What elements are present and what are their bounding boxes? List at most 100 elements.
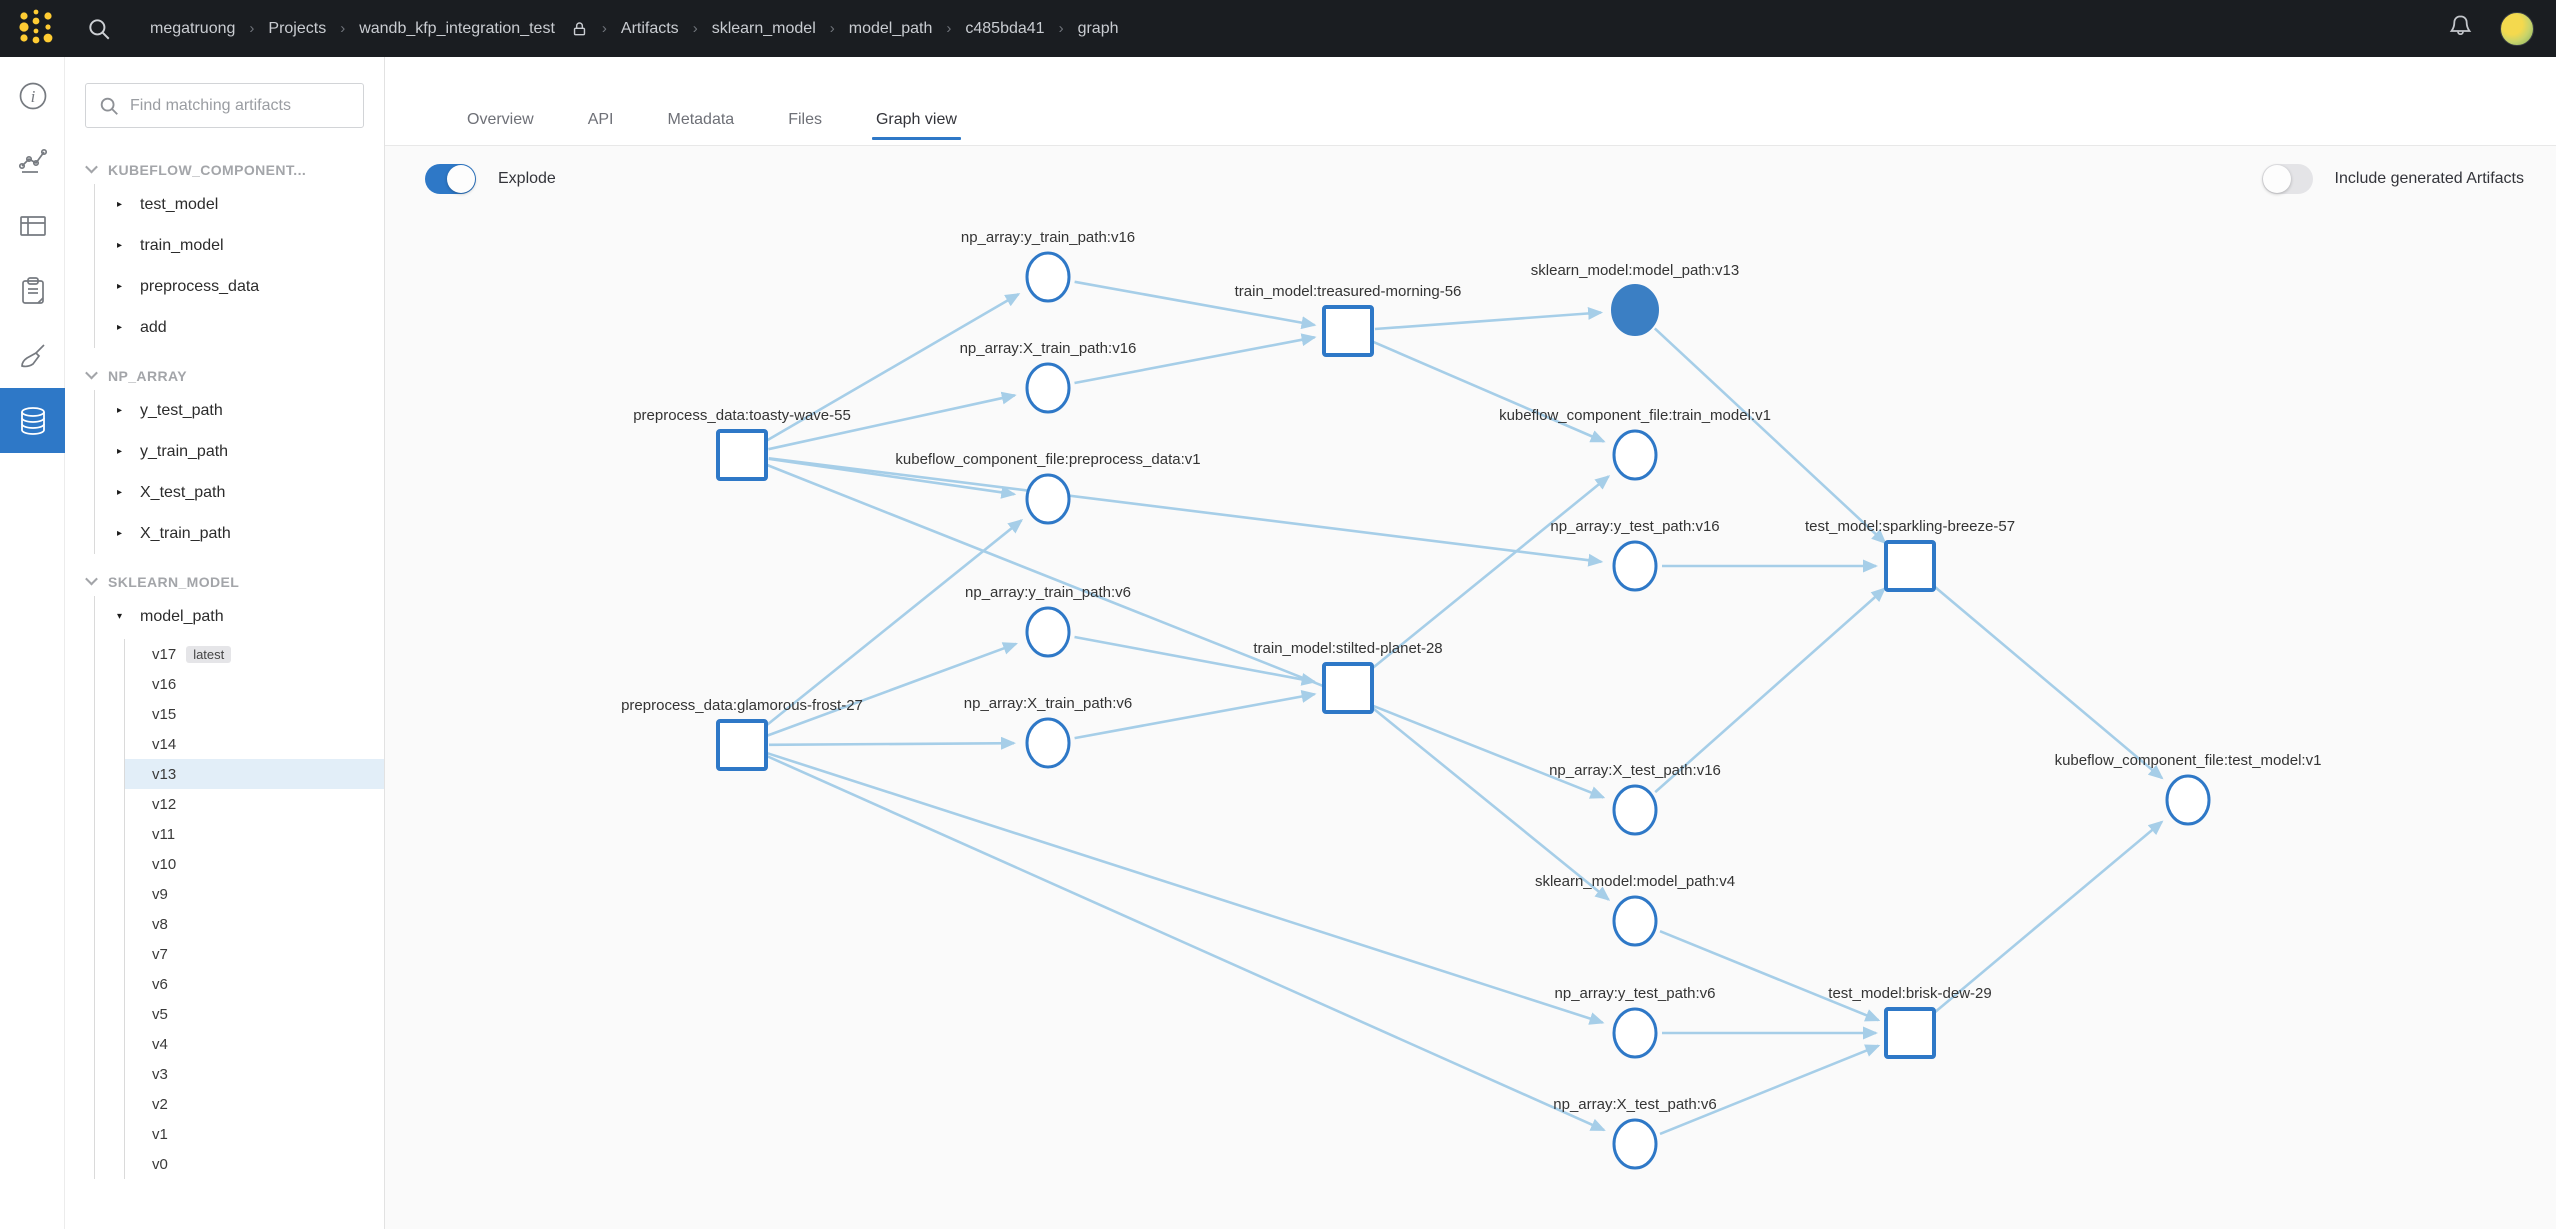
breadcrumb-item[interactable]: wandb_kfp_integration_test [359, 19, 555, 37]
explode-toggle[interactable] [425, 164, 476, 194]
version-row-v3[interactable]: v3 [125, 1059, 384, 1089]
chevron-down-icon [85, 366, 98, 379]
tree-item-X_train_path[interactable]: ▸X_train_path [95, 513, 384, 554]
graph-node-y_test_v6[interactable] [1612, 1007, 1658, 1059]
breadcrumb-separator: › [946, 20, 952, 37]
include-generated-control: Include generated Artifacts [2261, 164, 2524, 194]
graph-node-label-stilted: train_model:stilted-planet-28 [1253, 640, 1442, 657]
breadcrumb-item[interactable]: megatruong [150, 19, 236, 37]
artifact-search-box[interactable] [85, 83, 364, 128]
graph-node-glamorous[interactable] [716, 719, 768, 771]
tab-overview[interactable]: Overview [467, 111, 534, 128]
graph-edge-X_test_v6-to-brisk [1659, 1044, 1881, 1136]
graph-node-brisk[interactable] [1884, 1007, 1936, 1059]
wandb-logo-icon[interactable] [14, 7, 58, 51]
version-row-v2[interactable]: v2 [125, 1089, 384, 1119]
breadcrumb-item[interactable]: c485bda41 [965, 19, 1045, 37]
rail-item-clipboard-icon[interactable] [0, 258, 65, 323]
tab-files[interactable]: Files [788, 111, 822, 128]
tree-item-train_model[interactable]: ▸train_model [95, 225, 384, 266]
graph-edge-X_train_v6-to-stilted [1074, 690, 1317, 740]
breadcrumb-separator: › [249, 20, 255, 37]
tree-item-label: y_test_path [140, 401, 223, 419]
graph-edge-stilted-to-train_file [1368, 475, 1611, 673]
rail-item-line-chart-icon[interactable] [0, 128, 65, 193]
tab-api[interactable]: API [587, 111, 614, 128]
content: i KUBEFLOW_COMPONENT...▸test_model▸train… [0, 57, 2556, 1229]
graph-node-y_train_v6[interactable] [1025, 606, 1071, 658]
notifications-bell-icon[interactable] [2447, 13, 2474, 45]
tree-item-y_test_path[interactable]: ▸y_test_path [95, 390, 384, 431]
tree-section-header[interactable]: KUBEFLOW_COMPONENT... [85, 156, 384, 184]
graph-node-y_train_v16[interactable] [1025, 251, 1071, 303]
version-row-v15[interactable]: v15 [125, 699, 384, 729]
graph-node-treasured[interactable] [1322, 305, 1374, 357]
graph-node-label-X_train_v6: np_array:X_train_path:v6 [964, 695, 1132, 712]
version-row-v16[interactable]: v16 [125, 669, 384, 699]
version-row-v8[interactable]: v8 [125, 909, 384, 939]
graph-node-toasty[interactable] [716, 429, 768, 481]
graph-node-model_v13[interactable] [1611, 284, 1659, 336]
graph-node-sparkling[interactable] [1884, 540, 1936, 592]
tree-item-add[interactable]: ▸add [95, 307, 384, 348]
toggle-knob [2262, 165, 2291, 193]
breadcrumb-separator: › [829, 20, 835, 37]
tab-metadata[interactable]: Metadata [667, 111, 735, 128]
graph-node-y_test_v16[interactable] [1612, 540, 1658, 592]
version-label: v9 [152, 885, 168, 903]
tree-item-model_path[interactable]: ▾model_path [95, 596, 384, 637]
graph-node-pre_file[interactable] [1025, 473, 1071, 525]
graph-node-X_train_v6[interactable] [1025, 717, 1071, 769]
graph-node-X_train_v16[interactable] [1025, 362, 1071, 414]
tab-graph-view[interactable]: Graph view [871, 111, 961, 145]
graph-node-test_file[interactable] [2165, 774, 2211, 826]
tree-item-X_test_path[interactable]: ▸X_test_path [95, 472, 384, 513]
tree-section-header[interactable]: NP_ARRAY [85, 362, 384, 390]
version-row-v12[interactable]: v12 [125, 789, 384, 819]
version-label: v10 [152, 855, 177, 873]
version-row-v4[interactable]: v4 [125, 1029, 384, 1059]
breadcrumb-item[interactable]: sklearn_model [711, 19, 816, 37]
version-row-v6[interactable]: v6 [125, 969, 384, 999]
version-row-v5[interactable]: v5 [125, 999, 384, 1029]
version-label: v4 [152, 1035, 168, 1053]
graph-node-X_test_v16[interactable] [1612, 784, 1658, 836]
breadcrumb-item[interactable]: Artifacts [620, 19, 679, 37]
version-row-v9[interactable]: v9 [125, 879, 384, 909]
tree-item-preprocess_data[interactable]: ▸preprocess_data [95, 266, 384, 307]
user-avatar[interactable] [2500, 11, 2534, 46]
version-row-v10[interactable]: v10 [125, 849, 384, 879]
graph-edge-toasty-to-X_test_v16 [766, 463, 1606, 799]
tree-item-y_train_path[interactable]: ▸y_train_path [95, 431, 384, 472]
search-icon[interactable] [86, 16, 112, 42]
include-generated-toggle[interactable] [2261, 164, 2313, 194]
version-row-v14[interactable]: v14 [125, 729, 384, 759]
graph-edge-y_train_v16-to-treasured [1074, 280, 1317, 330]
graph-edge-glamorous-to-y_test_v6 [767, 752, 1605, 1025]
graph-node-model_v4[interactable] [1612, 895, 1658, 947]
graph-node-train_file[interactable] [1612, 429, 1658, 481]
rail-item-database-icon[interactable] [0, 388, 65, 453]
rail-item-info-icon[interactable]: i [0, 63, 65, 128]
version-row-v7[interactable]: v7 [125, 939, 384, 969]
caret-collapsed-icon: ▸ [117, 281, 123, 292]
rail-item-table-panels-icon[interactable] [0, 193, 65, 258]
artifact-search-input[interactable] [130, 96, 351, 115]
version-label: v5 [152, 1005, 168, 1023]
version-row-v11[interactable]: v11 [125, 819, 384, 849]
breadcrumb-item[interactable]: graph [1077, 19, 1119, 37]
graph-node-X_test_v6[interactable] [1612, 1118, 1658, 1170]
tree-item-test_model[interactable]: ▸test_model [95, 184, 384, 225]
breadcrumb-item[interactable]: model_path [848, 19, 933, 37]
version-row-v13[interactable]: v13 [125, 759, 384, 789]
version-row-v0[interactable]: v0 [125, 1149, 384, 1179]
graph-node-stilted[interactable] [1322, 662, 1374, 714]
version-row-v1[interactable]: v1 [125, 1119, 384, 1149]
breadcrumb-item[interactable]: Projects [268, 19, 327, 37]
graph-node-label-test_file: kubeflow_component_file:test_model:v1 [2055, 752, 2322, 769]
rail-item-broom-icon[interactable] [0, 323, 65, 388]
tree-section-header[interactable]: SKLEARN_MODEL [85, 568, 384, 596]
version-label: v13 [152, 765, 177, 783]
